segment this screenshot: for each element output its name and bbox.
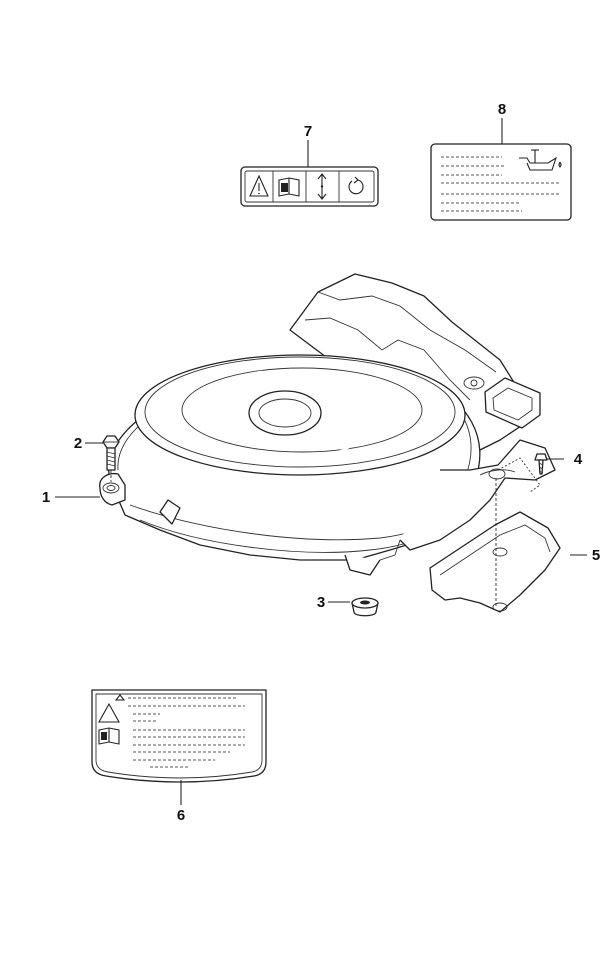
callout-6: 6 xyxy=(177,807,185,824)
callout-1: 1 xyxy=(42,489,50,506)
manual-book-icon xyxy=(98,727,120,745)
screw xyxy=(534,453,548,475)
up-down-arrow-icon xyxy=(317,173,327,200)
recoil-starter-cover xyxy=(99,273,556,576)
caution-label xyxy=(91,689,267,783)
callout-8: 8 xyxy=(498,101,506,118)
bracket-plate xyxy=(429,511,561,613)
warning-triangle-icon xyxy=(249,174,269,197)
callout-2: 2 xyxy=(74,435,82,452)
warning-triangle-icon xyxy=(98,702,120,723)
rotate-arrow-icon xyxy=(348,176,364,195)
callout-7: 7 xyxy=(304,123,312,140)
manual-book-icon xyxy=(278,177,300,197)
oil-label xyxy=(430,143,572,221)
callout-4: 4 xyxy=(574,451,583,468)
icon-label xyxy=(240,166,379,207)
oil-can-icon xyxy=(519,149,562,171)
grommet xyxy=(351,597,379,617)
callout-3: 3 xyxy=(317,594,325,611)
callout-5: 5 xyxy=(592,547,600,564)
